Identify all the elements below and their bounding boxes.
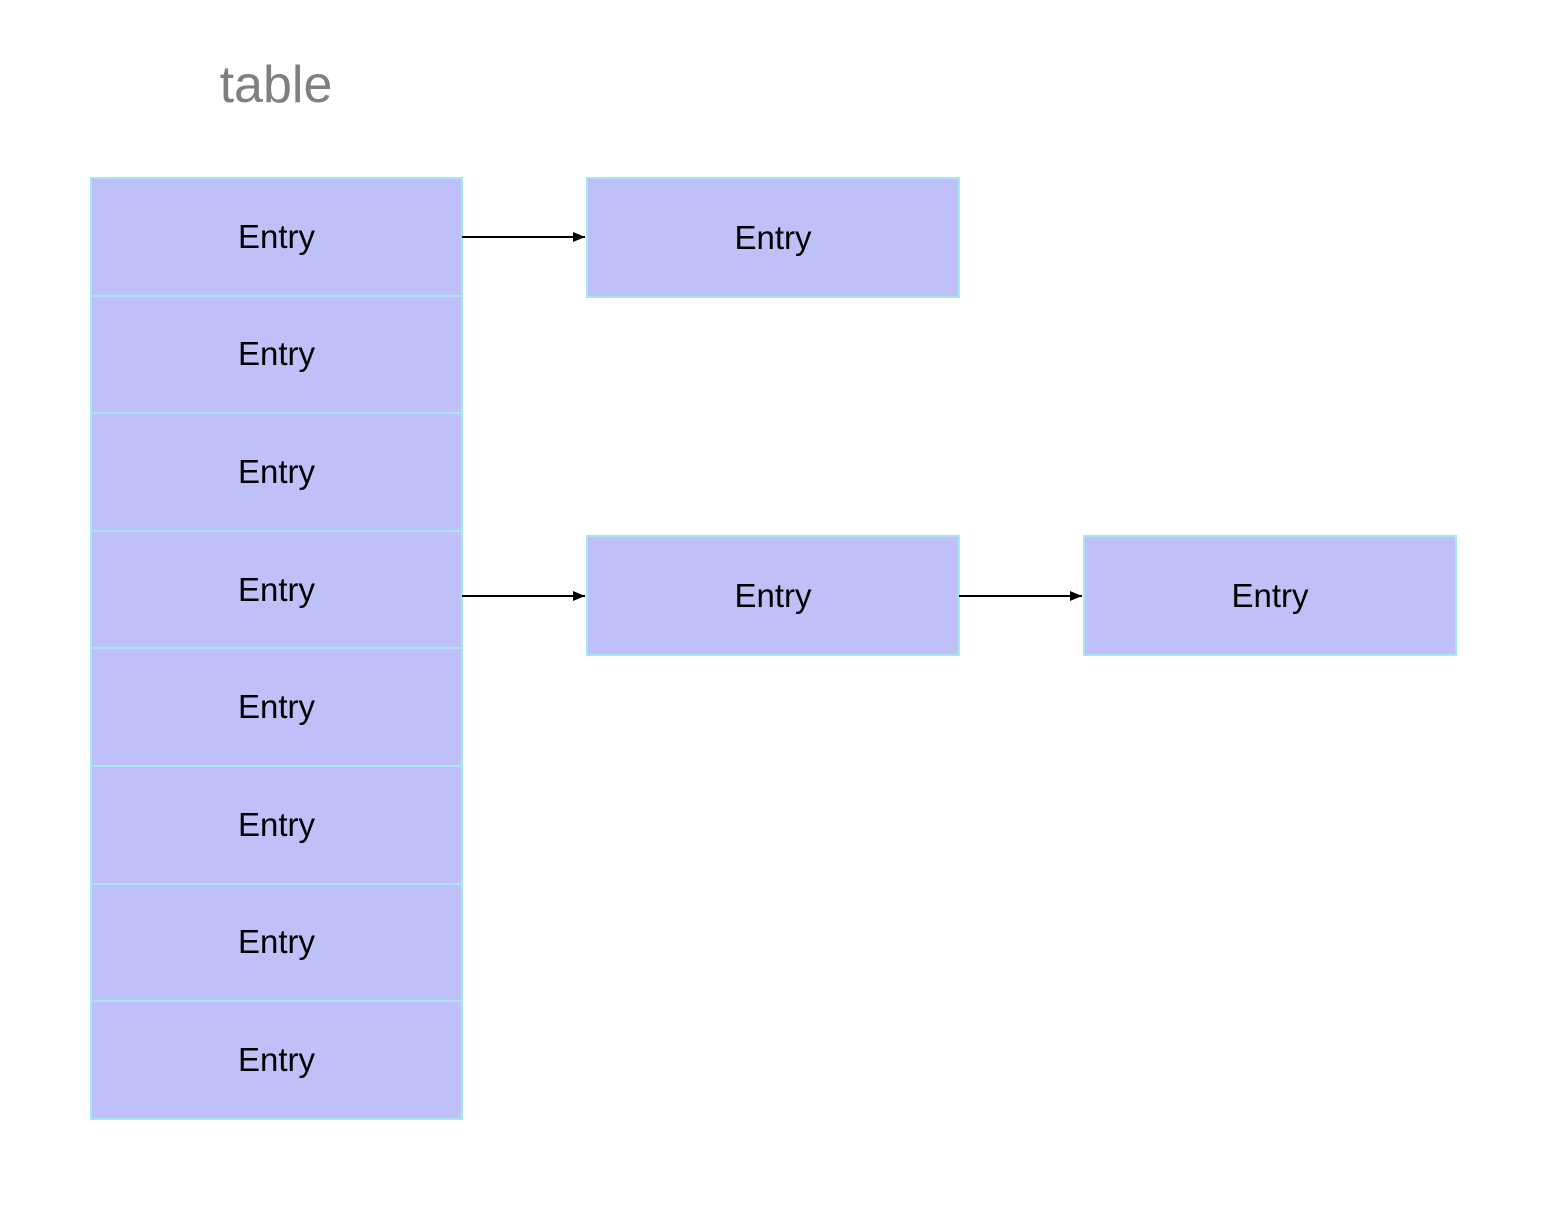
table-slot-5: Entry (90, 764, 463, 885)
hash-table: Entry Entry Entry Entry Entry Entry Entr… (90, 177, 463, 1120)
chain-entry-slot3-node2: Entry (1083, 535, 1457, 656)
table-slot-0: Entry (90, 177, 463, 297)
chain-entry-slot3-node1: Entry (586, 535, 960, 656)
table-slot-6: Entry (90, 882, 463, 1003)
table-title: table (219, 56, 333, 114)
chain-entry-slot0-node1: Entry (586, 177, 960, 298)
table-slot-7: Entry (90, 1000, 463, 1120)
table-slot-3: Entry (90, 529, 463, 650)
table-slot-1: Entry (90, 294, 463, 415)
table-slot-4: Entry (90, 647, 463, 767)
table-slot-2: Entry (90, 412, 463, 532)
